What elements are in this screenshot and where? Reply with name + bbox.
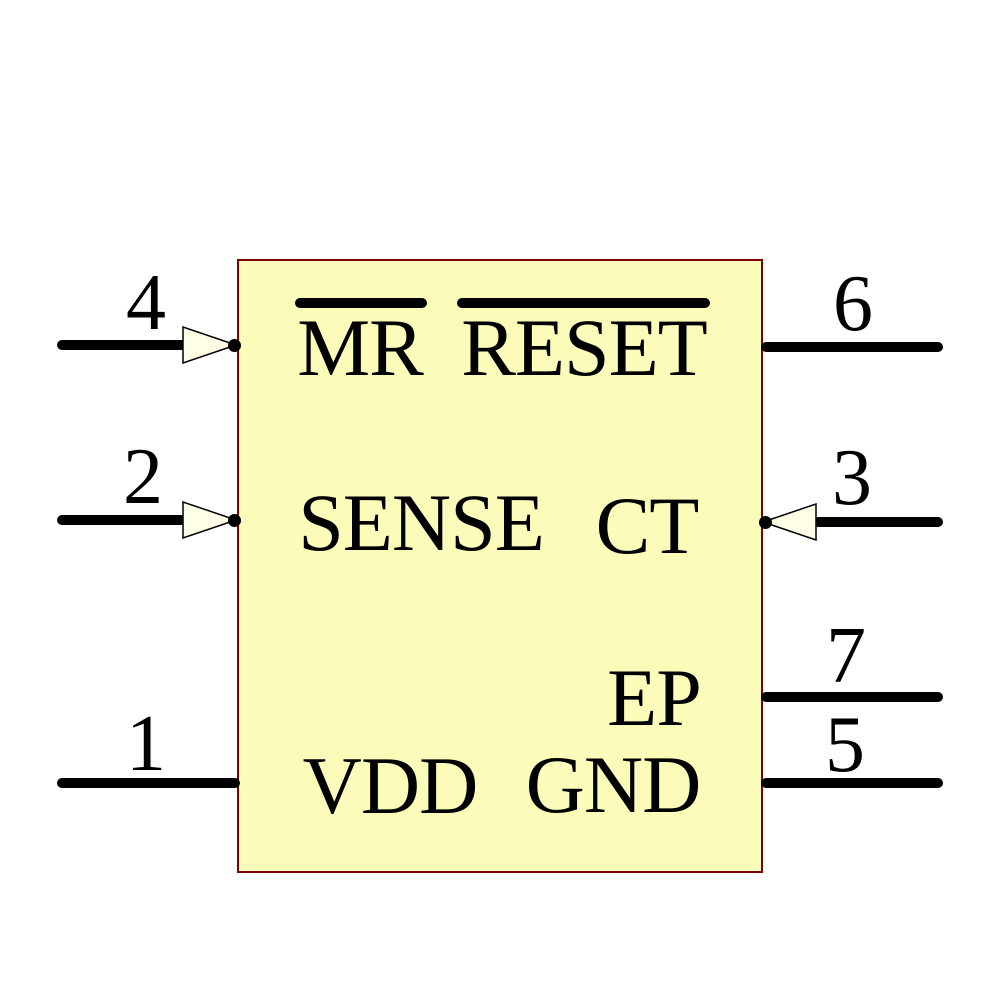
- pin-3-connection-dot: [759, 516, 772, 529]
- pin-2-input-arrow-icon: [182, 501, 238, 539]
- pin-2-wire: [57, 515, 189, 525]
- pin-label-mr: MR: [297, 302, 424, 393]
- pin-6-number: 6: [833, 260, 873, 348]
- pin-1-wire: [57, 778, 240, 788]
- pin-label-vdd: VDD: [302, 740, 479, 831]
- pin-label-ct: CT: [595, 480, 700, 571]
- pin-7-wire: [761, 692, 943, 702]
- pin-4-number: 4: [126, 259, 166, 347]
- mr-active-low-overline: [295, 298, 427, 308]
- pin-2-connection-dot: [228, 514, 241, 527]
- pin-3-wire: [813, 517, 943, 527]
- pin-label-reset: RESET: [461, 302, 708, 393]
- pin-4-input-arrow-icon: [182, 326, 238, 364]
- reset-active-low-overline: [457, 298, 710, 308]
- pin-label-ep: EP: [607, 652, 702, 743]
- pin-label-gnd: GND: [525, 739, 702, 830]
- pin-5-number: 5: [825, 701, 865, 789]
- pin-6-wire: [761, 342, 943, 352]
- pin-7-number: 7: [826, 612, 866, 700]
- pin-3-number: 3: [832, 434, 872, 522]
- pin-3-input-arrow-icon: [761, 503, 817, 541]
- pin-label-sense: SENSE: [298, 477, 545, 568]
- pin-1-number: 1: [126, 700, 166, 788]
- pin-5-wire: [761, 778, 943, 788]
- pin-4-connection-dot: [228, 339, 241, 352]
- pin-2-number: 2: [123, 433, 163, 521]
- component-body: [237, 259, 763, 873]
- pin-4-wire: [57, 340, 189, 350]
